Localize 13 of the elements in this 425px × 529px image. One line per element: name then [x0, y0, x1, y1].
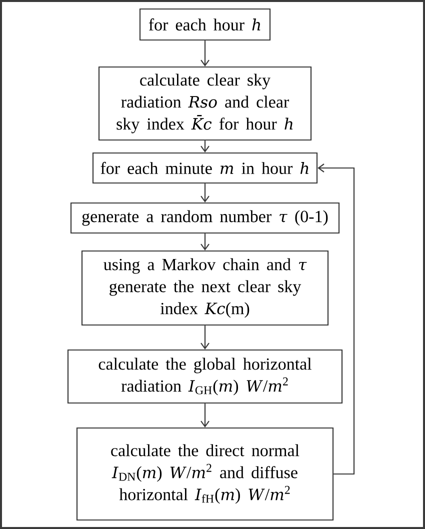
- arrow: [200, 184, 210, 202]
- process-box: calculate the direct normal I$_{DN}$(m) W/m$^{2}$ and diffuse horizontal I$_{fH}$(m) W/m$^{2}$: [76, 427, 334, 521]
- arrow: [200, 140, 210, 152]
- arrow: [200, 234, 210, 250]
- process-box: generate a random number τ (0-1): [70, 202, 340, 234]
- arrow: [200, 326, 210, 350]
- process-box: calculate the global horizontal radiation I$_{GH}$(m) W/m$^{2}$: [67, 349, 343, 404]
- process-box: calculate clear sky radiation Rso and clear sky index K̄c for hour h: [98, 66, 312, 141]
- arrow: [200, 40, 210, 66]
- arrow: [200, 404, 210, 428]
- process-box: using a Markov chain and τ generate the next clear sky index Kc(m): [81, 250, 329, 326]
- process-box: for each hour h: [139, 8, 271, 41]
- arrow: [318, 164, 355, 475]
